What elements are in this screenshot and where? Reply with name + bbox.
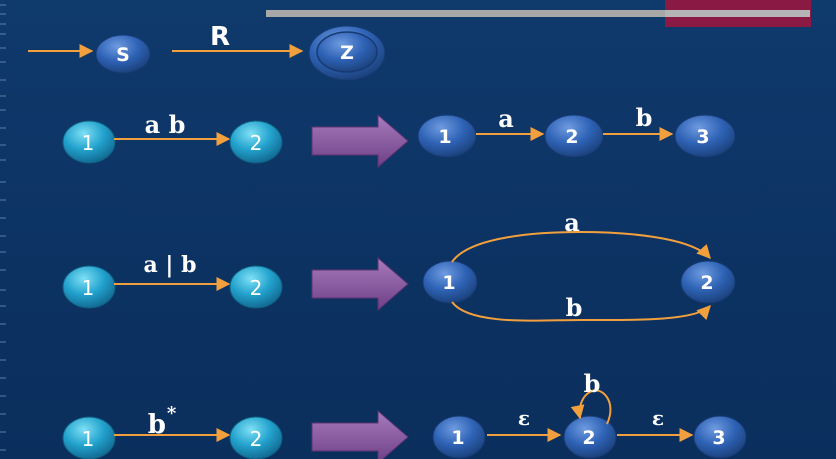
row2-left: 1 a | b 2	[62, 252, 283, 309]
row3-right-loop-label: b	[584, 369, 601, 398]
row3-right: 1 ε 2 b ε 3	[432, 369, 747, 459]
row2-right-node-1-label: 1	[442, 272, 455, 294]
row2-left-edge-label: a | b	[144, 252, 197, 278]
row3-left-edge-label-sup: *	[167, 403, 177, 424]
row1-fat-arrow	[311, 113, 409, 169]
left-edge-texture	[0, 4, 6, 451]
row1-right-node-1	[417, 114, 477, 158]
end-node-inner	[316, 31, 378, 73]
row1-left-node-1	[62, 120, 116, 164]
row2-right-node-2	[680, 260, 736, 304]
row3-right-node-2-label: 2	[582, 427, 595, 449]
row3-right-loop	[570, 389, 612, 425]
row1-right-edge-a-label: a	[498, 104, 514, 133]
row1-left: 1 a b 2	[62, 110, 283, 164]
row1-right-node-2	[544, 114, 604, 158]
row1-right-node-2-label: 2	[565, 126, 578, 148]
row3-left-edge-label: b*	[148, 403, 177, 440]
row1-left-node-2-label: 2	[250, 131, 263, 155]
start-node-label: S	[116, 44, 130, 66]
row2-left-node-2-label: 2	[250, 276, 263, 300]
row2-right-node-2-label: 2	[700, 272, 713, 294]
row3-right-node-3-label: 3	[712, 427, 725, 449]
row2-fat-arrow	[311, 256, 409, 312]
row3-right-edge-eps2-label: ε	[652, 406, 664, 430]
row2-right: 1 a b 2	[422, 208, 736, 322]
row2-right-edge-a-label: a	[564, 208, 580, 237]
row3-right-node-1-label: 1	[451, 427, 464, 449]
row2-left-node-1-label: 1	[82, 276, 95, 300]
top-bar-overlay	[665, 10, 810, 17]
row2-left-node-1	[62, 265, 116, 309]
row1-right: 1 a 2 b 3	[417, 103, 736, 158]
r-edge-label: R	[210, 22, 230, 52]
end-node-label: Z	[340, 42, 354, 64]
row1-left-edge-label: a b	[145, 110, 186, 139]
row2-right-edge-b-label: b	[566, 293, 583, 322]
row3-left-node-2-label: 2	[250, 427, 263, 451]
row2-right-edge-a	[451, 230, 711, 263]
row1-left-node-1-label: 1	[82, 131, 95, 155]
top-bar	[266, 10, 810, 17]
top-automaton: S R Z	[28, 22, 386, 81]
row1-right-node-3-label: 3	[696, 126, 709, 148]
row3-right-node-2	[563, 415, 617, 459]
row1-right-node-1-label: 1	[438, 126, 451, 148]
start-node	[95, 34, 151, 74]
row3-left-edge-label-base: b	[148, 410, 166, 440]
row2-right-node-1	[422, 260, 478, 304]
row3-fat-arrow	[311, 409, 409, 459]
row1-right-edge-b-label: b	[636, 103, 653, 132]
row3-right-node-3	[693, 415, 747, 459]
row3-left-node-2	[229, 416, 283, 459]
row3-right-edge-eps1-label: ε	[518, 406, 530, 430]
row2-left-node-2	[229, 265, 283, 309]
row3-right-node-1	[432, 415, 486, 459]
row3-left: 1 b* 2	[62, 403, 283, 459]
row1-left-node-2	[229, 120, 283, 164]
row3-left-node-1-label: 1	[82, 427, 95, 451]
row1-right-node-3	[674, 114, 736, 158]
row3-left-node-1	[62, 416, 116, 459]
row2-right-edge-b	[451, 301, 711, 322]
